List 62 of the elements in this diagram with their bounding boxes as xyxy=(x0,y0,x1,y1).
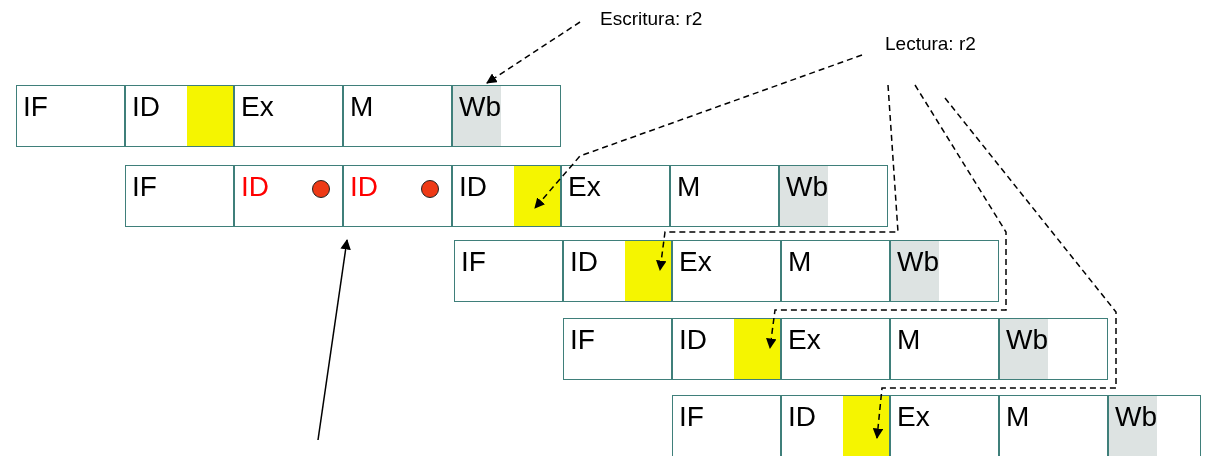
stage-label: M xyxy=(1006,402,1030,432)
dashed-arrow xyxy=(656,84,899,272)
stage-cell xyxy=(999,395,1108,456)
stage-cell xyxy=(999,318,1108,380)
stage-label: IF xyxy=(23,92,48,122)
stage-label: M xyxy=(677,172,701,202)
stage-cell xyxy=(890,395,999,456)
stage-cell xyxy=(234,85,343,147)
stage-cell xyxy=(561,165,670,227)
stage-cell xyxy=(890,240,999,302)
stage-cell xyxy=(672,240,781,302)
stage-cell xyxy=(125,165,234,227)
note-label: Escritura: r2 xyxy=(600,8,703,30)
stage-label: Wb xyxy=(1115,402,1157,432)
stage-cell xyxy=(234,165,343,227)
stage-label: M xyxy=(897,325,921,355)
stage-label: Ex xyxy=(568,172,601,202)
stage-label: IF xyxy=(570,325,595,355)
stage-label: Ex xyxy=(788,325,821,355)
dashed-arrow xyxy=(872,97,1117,440)
stage-label: Ex xyxy=(679,247,712,277)
stage-label: ID xyxy=(241,172,269,202)
stage-cell xyxy=(454,240,563,302)
stage-label: IF xyxy=(132,172,157,202)
stage-label: ID xyxy=(788,402,816,432)
stage-cell xyxy=(779,165,888,227)
stage-cell xyxy=(672,318,781,380)
stage-cell xyxy=(125,85,234,147)
stage-cell xyxy=(563,240,672,302)
stage-cell xyxy=(343,165,452,227)
stage-label: Ex xyxy=(241,92,274,122)
stage-cell xyxy=(563,318,672,380)
stage-label: ID xyxy=(350,172,378,202)
arrow xyxy=(317,238,351,441)
stage-cell xyxy=(16,85,125,147)
stage-cell xyxy=(781,395,890,456)
stage-label: Wb xyxy=(459,92,501,122)
stage-label: IF xyxy=(461,247,486,277)
stage-label: ID xyxy=(570,247,598,277)
stage-cell xyxy=(781,318,890,380)
note-label: Lectura: r2 xyxy=(885,33,976,55)
stage-label: M xyxy=(350,92,374,122)
stage-label: Wb xyxy=(1006,325,1048,355)
stage-label: IF xyxy=(679,402,704,432)
stage-cell xyxy=(781,240,890,302)
stage-label: ID xyxy=(132,92,160,122)
stage-cell xyxy=(670,165,779,227)
stage-cell xyxy=(672,395,781,456)
stage-label: Ex xyxy=(897,402,930,432)
stage-label: M xyxy=(788,247,812,277)
stage-label: ID xyxy=(459,172,487,202)
stage-label: Wb xyxy=(786,172,828,202)
stage-cell xyxy=(343,85,452,147)
stage-label: Wb xyxy=(897,247,939,277)
stage-cell xyxy=(452,165,561,227)
dashed-arrow xyxy=(534,54,863,209)
stage-label: ID xyxy=(679,325,707,355)
stage-cell xyxy=(452,85,561,147)
dashed-arrow xyxy=(766,84,1007,350)
stage-cell xyxy=(1108,395,1201,456)
stage-cell xyxy=(890,318,999,380)
dashed-arrow xyxy=(486,21,581,84)
